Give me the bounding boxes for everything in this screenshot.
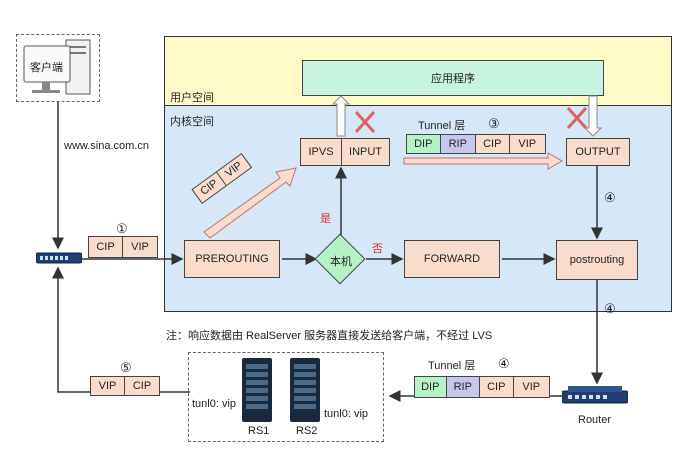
server-icon [242,358,272,422]
packet-cell: RIP [440,135,476,153]
rs1-tunnel-label: tunl0: vip [192,398,237,410]
ipvs-input-box: IPVS INPUT [300,138,390,166]
prerouting-label: PREROUTING [195,253,269,265]
packet-cell: VIP [513,377,549,397]
step-1-marker: ① [116,221,128,236]
user-space-label: 用户空间 [170,92,214,104]
step-4-marker-b: ④ [604,301,616,316]
router-label: Router [578,414,612,426]
computer-icon [18,36,100,100]
client-region [16,34,100,102]
packet-cell: VIP [131,241,149,253]
kernel-space-label: 内核空间 [170,116,214,128]
tunnel-bottom-label: Tunnel 层 [428,360,476,372]
packet-cell: CIP [480,377,514,397]
postrouting-box: postrouting [556,240,638,280]
application-label: 应用程序 [431,73,475,85]
client-url: www.sina.com.cn [64,140,149,152]
server-icon [290,358,320,422]
step-1-packet: CIP VIP [88,236,158,258]
client-label: 客户端 [30,62,63,74]
ipvs-label: IPVS [301,139,343,165]
realserver-group [188,352,384,442]
forward-box: FORWARD [404,240,500,278]
yes-label: 是 [320,213,331,225]
packet-cell: RIP [446,377,481,397]
tunnel-bottom-packet: DIP RIP CIP VIP [414,376,550,398]
packet-cell: DIP [415,377,447,397]
packet-cell: CIP [476,135,510,153]
router-icon [561,386,629,406]
tunnel-top-step: ③ [488,116,500,131]
no-label: 否 [372,243,383,255]
note-text: 注：响应数据由 RealServer 服务器直接发送给客户端，不经过 LVS [166,330,493,342]
step-5-marker: ⑤ [120,360,132,375]
output-box: OUTPUT [566,138,630,166]
host-label: 本机 [330,256,352,268]
forward-label: FORWARD [423,253,481,265]
application-box: 应用程序 [302,60,604,96]
rs1-name: RS1 [248,425,270,437]
packet-cell: VIP [509,135,545,153]
step-5-packet: VIP CIP [90,376,160,396]
packet-cell: VIP [91,377,126,395]
prerouting-box: PREROUTING [184,240,280,278]
tunnel-bottom-step: ④ [498,356,510,371]
step-4-marker-a: ④ [604,190,616,205]
packet-cell: CIP [132,380,152,392]
rs2-tunnel-label: tunl0: vip [324,408,369,420]
tunnel-top-label: Tunnel 层 [418,120,466,132]
rs2-name: RS2 [296,425,318,437]
postrouting-label: postrouting [569,254,625,266]
tunnel-top-packet: DIP RIP CIP VIP [406,134,546,154]
packet-cell: CIP [89,237,124,257]
packet-cell: DIP [407,135,441,153]
input-label: INPUT [349,146,383,158]
output-label: OUTPUT [575,146,621,158]
